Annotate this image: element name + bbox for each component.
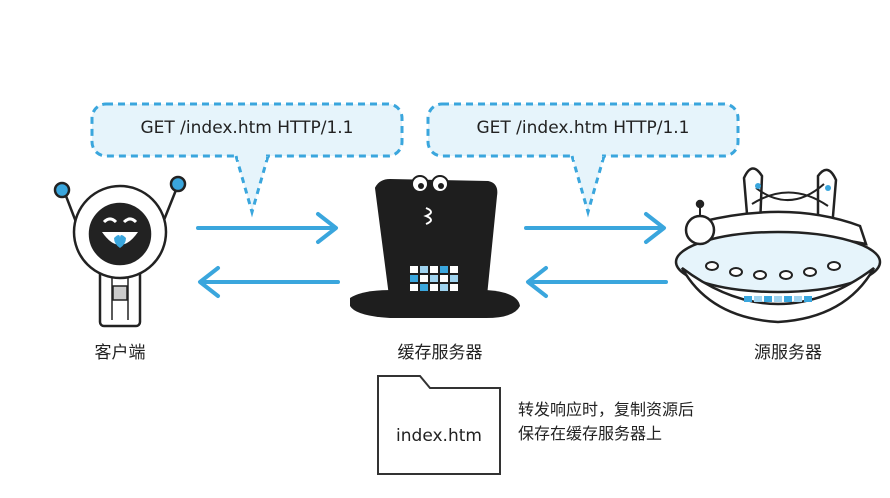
document-file-icon — [377, 375, 501, 475]
origin-label: 源服务器 — [754, 343, 822, 363]
file-name: index.htm — [396, 426, 482, 446]
cache-note-line-2: 保存在缓存服务器上 — [518, 424, 663, 443]
cache-note-line-1: 转发响应时，复制资源后 — [518, 400, 695, 419]
ufo-origin-server-icon — [674, 167, 882, 324]
request-bubble-left — [90, 102, 404, 218]
client-label: 客户端 — [94, 343, 146, 363]
cache-note: 转发响应时，复制资源后 保存在缓存服务器上 — [518, 398, 798, 446]
arrow-request-to-cache — [196, 212, 338, 244]
robot-client-icon — [53, 175, 187, 328]
request-bubble-right — [426, 102, 740, 218]
arrow-response-to-client — [198, 266, 340, 298]
bubble-text-right: GET /index.htm HTTP/1.1 — [476, 118, 690, 138]
arrow-response-to-cache — [526, 266, 668, 298]
arrow-request-to-origin — [524, 212, 666, 244]
top-hat-cache-icon — [350, 175, 520, 318]
cache-label: 缓存服务器 — [397, 343, 483, 363]
bubble-text-left: GET /index.htm HTTP/1.1 — [140, 118, 354, 138]
